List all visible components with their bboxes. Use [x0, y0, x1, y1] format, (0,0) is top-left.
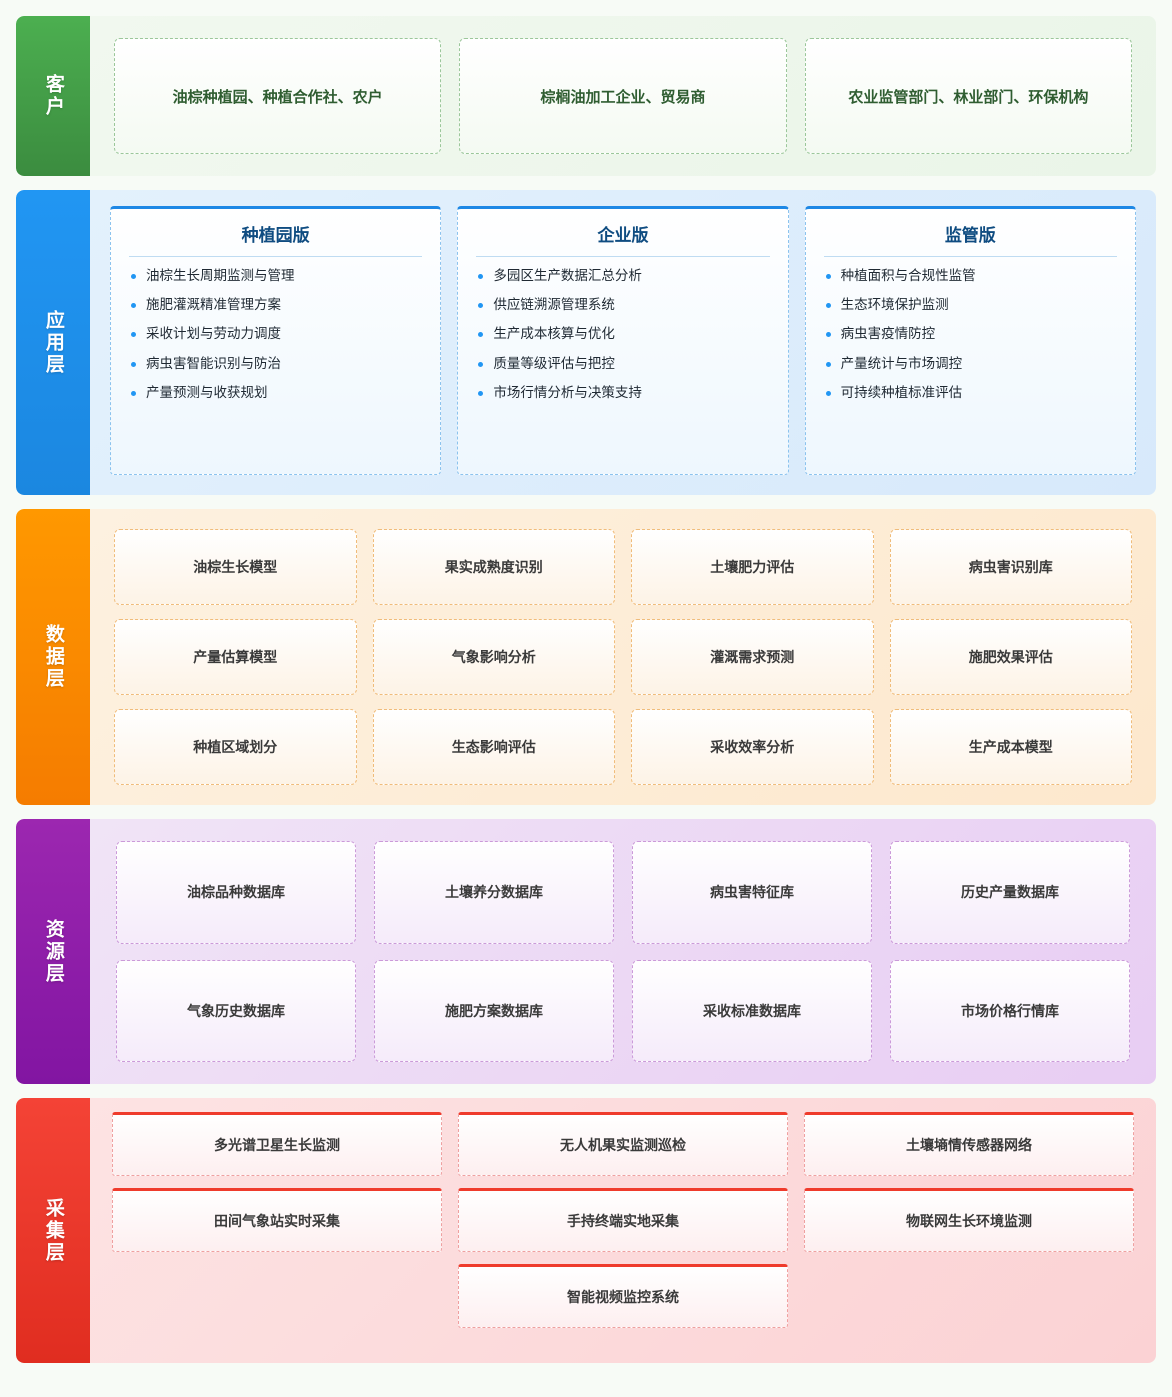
feature-item: 供应链溯源管理系统	[476, 296, 769, 314]
collection-card[interactable]: 手持终端实地采集	[458, 1188, 788, 1252]
collection-card[interactable]: 物联网生长环境监测	[804, 1188, 1134, 1252]
card-title: 企业版	[476, 221, 770, 257]
feature-item: 病虫害智能识别与防治	[129, 355, 422, 373]
data-card[interactable]: 采收效率分析	[631, 709, 874, 785]
data-card[interactable]: 果实成熟度识别	[372, 529, 615, 605]
layer-data-label: 数据层	[16, 509, 90, 805]
application-card-regulator[interactable]: 监管版 种植面积与合规性监管 生态环境保护监测 病虫害疫情防控 产量统计与市场调…	[804, 206, 1136, 475]
feature-item: 生产成本核算与优化	[476, 325, 769, 343]
feature-item: 产量预测与收获规划	[129, 384, 422, 402]
application-card-plantation[interactable]: 种植园版 油棕生长周期监测与管理 施肥灌溉精准管理方案 采收计划与劳动力调度 病…	[110, 206, 442, 475]
layer-resource-body: 油棕品种数据库 土壤养分数据库 病虫害特征库 历史产量数据库 气象历史数据库 施…	[90, 819, 1156, 1084]
feature-item: 种植面积与合规性监管	[824, 267, 1117, 285]
data-card[interactable]: 土壤肥力评估	[631, 529, 874, 605]
layer-collection-body: 多光谱卫星生长监测 无人机果实监测巡检 土壤墒情传感器网络 田间气象站实时采集 …	[90, 1098, 1156, 1363]
resource-card[interactable]: 采收标准数据库	[632, 959, 872, 1062]
collection-card[interactable]: 田间气象站实时采集	[112, 1188, 442, 1252]
application-card-row: 种植园版 油棕生长周期监测与管理 施肥灌溉精准管理方案 采收计划与劳动力调度 病…	[110, 206, 1136, 475]
layer-resource: 资源层 油棕品种数据库 土壤养分数据库 病虫害特征库 历史产量数据库 气象历史数…	[16, 819, 1156, 1084]
layer-data-body: 油棕生长模型 果实成熟度识别 土壤肥力评估 病虫害识别库 产量估算模型 气象影响…	[90, 509, 1156, 805]
resource-card[interactable]: 历史产量数据库	[890, 841, 1130, 944]
card-title: 监管版	[823, 221, 1117, 257]
resource-card[interactable]: 气象历史数据库	[116, 959, 356, 1062]
feature-item: 多园区生产数据汇总分析	[476, 267, 769, 285]
resource-card[interactable]: 病虫害特征库	[632, 841, 872, 944]
resource-card-grid: 油棕品种数据库 土壤养分数据库 病虫害特征库 历史产量数据库 气象历史数据库 施…	[116, 841, 1130, 1062]
layer-application-body: 种植园版 油棕生长周期监测与管理 施肥灌溉精准管理方案 采收计划与劳动力调度 病…	[90, 190, 1156, 495]
collection-card-grid: 多光谱卫星生长监测 无人机果实监测巡检 土壤墒情传感器网络 田间气象站实时采集 …	[112, 1112, 1134, 1345]
data-card[interactable]: 病虫害识别库	[889, 529, 1132, 605]
feature-list: 油棕生长周期监测与管理 施肥灌溉精准管理方案 采收计划与劳动力调度 病虫害智能识…	[129, 267, 422, 402]
resource-card[interactable]: 市场价格行情库	[890, 959, 1130, 1062]
layer-customer-label: 客户	[16, 16, 90, 176]
layer-application-label: 应用层	[16, 190, 90, 495]
feature-item: 病虫害疫情防控	[824, 325, 1117, 343]
layer-application: 应用层 种植园版 油棕生长周期监测与管理 施肥灌溉精准管理方案 采收计划与劳动力…	[16, 190, 1156, 495]
data-card[interactable]: 灌溉需求预测	[631, 619, 874, 695]
feature-item: 可持续种植标准评估	[824, 384, 1117, 402]
feature-item: 产量统计与市场调控	[824, 355, 1117, 373]
layer-customer: 客户 油棕种植园、种植合作社、农户 棕榈油加工企业、贸易商 农业监管部门、林业部…	[16, 16, 1156, 176]
resource-card[interactable]: 施肥方案数据库	[374, 959, 614, 1062]
layer-customer-body: 油棕种植园、种植合作社、农户 棕榈油加工企业、贸易商 农业监管部门、林业部门、环…	[90, 16, 1156, 176]
customer-card-row: 油棕种植园、种植合作社、农户 棕榈油加工企业、贸易商 农业监管部门、林业部门、环…	[114, 38, 1132, 154]
data-card[interactable]: 油棕生长模型	[114, 529, 357, 605]
feature-item: 采收计划与劳动力调度	[129, 325, 422, 343]
layer-resource-label: 资源层	[16, 819, 90, 1084]
customer-card[interactable]: 油棕种植园、种植合作社、农户	[114, 38, 442, 154]
data-card[interactable]: 气象影响分析	[372, 619, 615, 695]
collection-card[interactable]: 多光谱卫星生长监测	[112, 1112, 442, 1176]
customer-card[interactable]: 棕榈油加工企业、贸易商	[459, 38, 787, 154]
feature-item: 生态环境保护监测	[824, 296, 1117, 314]
resource-card[interactable]: 土壤养分数据库	[374, 841, 614, 944]
collection-card[interactable]: 土壤墒情传感器网络	[804, 1112, 1134, 1176]
feature-item: 施肥灌溉精准管理方案	[129, 296, 422, 314]
feature-list: 多园区生产数据汇总分析 供应链溯源管理系统 生产成本核算与优化 质量等级评估与把…	[476, 267, 769, 402]
data-card[interactable]: 生态影响评估	[372, 709, 615, 785]
layer-data: 数据层 油棕生长模型 果实成熟度识别 土壤肥力评估 病虫害识别库 产量估算模型 …	[16, 509, 1156, 805]
collection-card[interactable]: 无人机果实监测巡检	[458, 1112, 788, 1176]
data-card[interactable]: 种植区域划分	[114, 709, 357, 785]
feature-item: 质量等级评估与把控	[476, 355, 769, 373]
layer-collection-label: 采集层	[16, 1098, 90, 1363]
feature-item: 市场行情分析与决策支持	[476, 384, 769, 402]
resource-card[interactable]: 油棕品种数据库	[116, 841, 356, 944]
data-card[interactable]: 产量估算模型	[114, 619, 357, 695]
feature-item: 油棕生长周期监测与管理	[129, 267, 422, 285]
collection-card[interactable]: 智能视频监控系统	[458, 1264, 788, 1328]
data-card-grid: 油棕生长模型 果实成熟度识别 土壤肥力评估 病虫害识别库 产量估算模型 气象影响…	[114, 529, 1132, 785]
layer-collection: 采集层 多光谱卫星生长监测 无人机果实监测巡检 土壤墒情传感器网络 田间气象站实…	[16, 1098, 1156, 1363]
customer-card[interactable]: 农业监管部门、林业部门、环保机构	[804, 38, 1132, 154]
feature-list: 种植面积与合规性监管 生态环境保护监测 病虫害疫情防控 产量统计与市场调控 可持…	[824, 267, 1117, 402]
data-card[interactable]: 生产成本模型	[889, 709, 1132, 785]
card-title: 种植园版	[129, 221, 423, 257]
data-card[interactable]: 施肥效果评估	[889, 619, 1132, 695]
application-card-enterprise[interactable]: 企业版 多园区生产数据汇总分析 供应链溯源管理系统 生产成本核算与优化 质量等级…	[457, 206, 789, 475]
